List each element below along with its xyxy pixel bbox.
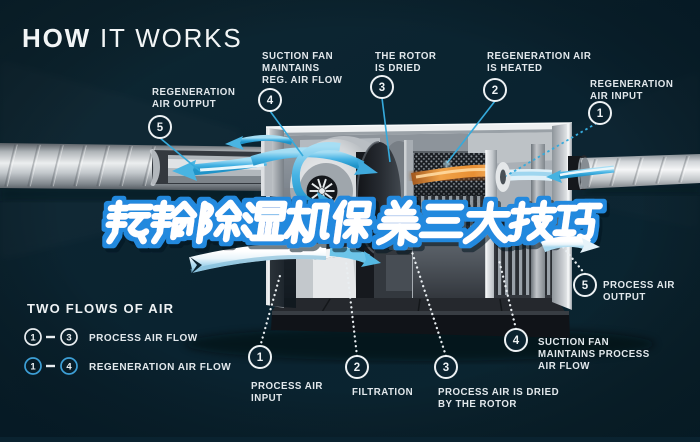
svg-text:TWO FLOWS OF AIR: TWO FLOWS OF AIR (27, 301, 174, 316)
svg-text:1: 1 (30, 333, 36, 344)
svg-text:5: 5 (157, 122, 164, 134)
svg-text:4: 4 (267, 95, 274, 107)
svg-text:1: 1 (257, 352, 264, 364)
svg-text:3: 3 (443, 362, 449, 374)
svg-text:2: 2 (354, 362, 360, 374)
svg-text:REGENERATION AIR FLOW: REGENERATION AIR FLOW (89, 362, 231, 373)
svg-text:2: 2 (492, 85, 498, 97)
svg-text:4: 4 (66, 362, 72, 373)
svg-text:1: 1 (30, 362, 36, 373)
svg-text:HOW IT WORKS: HOW IT WORKS (22, 23, 242, 53)
svg-text:FILTRATION: FILTRATION (352, 387, 413, 398)
svg-text:5: 5 (582, 280, 589, 292)
svg-text:4: 4 (513, 335, 520, 347)
svg-text:1: 1 (597, 108, 604, 120)
svg-text:PROCESS AIR FLOW: PROCESS AIR FLOW (89, 333, 198, 344)
svg-text:3: 3 (66, 333, 71, 344)
svg-text:3: 3 (379, 82, 385, 94)
